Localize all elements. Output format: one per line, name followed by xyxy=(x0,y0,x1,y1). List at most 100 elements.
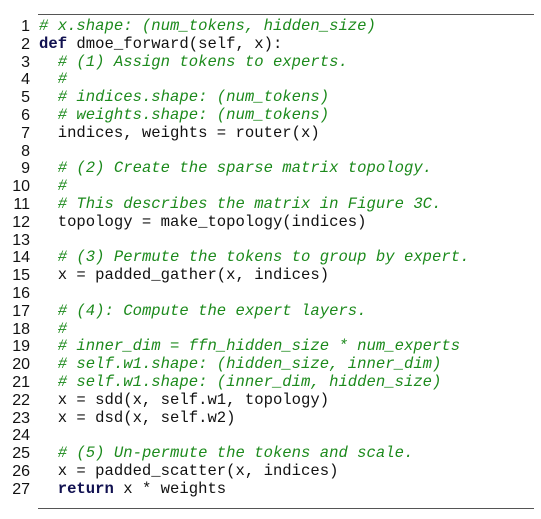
gutter-gap xyxy=(30,249,39,267)
code-line: 14 # (3) Permute the tokens to group by … xyxy=(0,248,470,267)
line-text: # This describes the matrix in Figure 3C… xyxy=(39,194,442,214)
gutter-gap xyxy=(30,36,39,54)
line-number: 22 xyxy=(12,391,30,409)
gutter-gap xyxy=(30,125,39,143)
line-number: 11 xyxy=(13,195,30,213)
plain-token xyxy=(39,70,58,88)
line-number: 24 xyxy=(12,427,30,445)
comment-token: # (3) Permute the tokens to group by exp… xyxy=(57,248,470,267)
code-line: 24 xyxy=(0,427,469,445)
line-text: # (1) Assign tokens to experts. xyxy=(39,52,348,72)
plain-token xyxy=(39,177,58,195)
code-line: 26 x = padded_scatter(x, indices) xyxy=(0,462,469,481)
plain-token xyxy=(39,88,58,106)
line-number: 25 xyxy=(12,445,30,463)
gutter-gap xyxy=(30,214,39,232)
line-text: # self.w1.shape: (hidden_size, inner_dim… xyxy=(39,355,442,374)
plain-token xyxy=(39,302,58,320)
line-text: topology = make_topology(indices) xyxy=(39,213,367,232)
comment-token: # This describes the matrix in Figure 3C… xyxy=(57,194,442,213)
line-number: 3 xyxy=(21,53,30,71)
line-number: 2 xyxy=(21,35,30,53)
line-text: def dmoe_forward(self, x): xyxy=(39,34,283,54)
line-number: 26 xyxy=(12,462,30,480)
comment-token: # x.shape: (num_tokens, hidden_size) xyxy=(39,17,376,35)
code-block: 1 # x.shape: (num_tokens, hidden_size) 2 de… xyxy=(0,17,470,499)
code-line: 17 # (4): Compute the expert layers. xyxy=(0,301,469,321)
bottom-rule xyxy=(38,508,534,509)
plain-token: x = padded_gather(x, indices) xyxy=(39,266,330,285)
code-line: 8 xyxy=(0,143,469,161)
code-line: 18 # xyxy=(0,320,469,339)
plain-token xyxy=(39,355,58,373)
plain-token xyxy=(39,480,58,498)
line-text: x = dsd(x, self.w2) xyxy=(39,409,236,428)
top-rule xyxy=(38,14,534,15)
gutter-gap xyxy=(30,321,39,339)
line-text: # x.shape: (num_tokens, hidden_size) xyxy=(39,17,376,36)
line-number: 4 xyxy=(21,71,30,89)
plain-token xyxy=(39,444,58,462)
line-number: 17 xyxy=(12,302,30,320)
gutter-gap xyxy=(30,89,39,107)
code-line: 13 xyxy=(0,232,469,250)
plain-token: x * weights xyxy=(113,479,227,498)
line-text: # (2) Create the sparse matrix topology. xyxy=(39,159,432,178)
line-number: 10 xyxy=(12,178,30,196)
line-number: 5 xyxy=(21,89,30,107)
line-number: 14 xyxy=(12,249,30,267)
line-number: 27 xyxy=(12,480,30,498)
comment-token: # inner_dim = ffn_hidden_size * num_expe… xyxy=(57,337,461,356)
code-line: 5 # indices.shape: (num_tokens) xyxy=(0,88,469,107)
code-line: 23 x = dsd(x, self.w2) xyxy=(0,409,469,428)
code-line: 3 # (1) Assign tokens to experts. xyxy=(0,52,469,72)
keyword-token: def xyxy=(39,34,68,53)
gutter-gap xyxy=(30,107,39,125)
line-number: 8 xyxy=(21,142,30,160)
line-number: 20 xyxy=(12,356,30,374)
comment-token: # (1) Assign tokens to experts. xyxy=(57,52,348,71)
gutter-gap xyxy=(30,481,39,499)
line-text: # xyxy=(39,70,67,89)
line-text: # xyxy=(39,177,68,196)
comment-token: # self.w1.shape: (hidden_size, inner_dim… xyxy=(57,355,442,374)
gutter-gap xyxy=(30,267,39,285)
plain-token xyxy=(39,195,58,213)
code-line: 6 # weights.shape: (num_tokens) xyxy=(0,105,469,125)
line-number: 1 xyxy=(21,18,30,35)
code-line: 10 # xyxy=(0,177,469,196)
keyword-token: return xyxy=(57,479,114,498)
plain-token: dmoe_forward(self, x): xyxy=(67,34,283,53)
plain-token xyxy=(39,106,58,124)
line-number: 18 xyxy=(12,320,30,338)
code-line: 4 # xyxy=(0,70,469,89)
line-text: x = padded_scatter(x, indices) xyxy=(39,462,339,481)
line-number: 19 xyxy=(12,338,30,356)
comment-token: # weights.shape: (num_tokens) xyxy=(57,105,330,124)
code-line: 7 indices, weights = router(x) xyxy=(0,123,469,143)
gutter-gap xyxy=(30,303,39,321)
plain-token: indices, weights = router(x) xyxy=(39,123,320,142)
line-number: 15 xyxy=(12,267,30,285)
line-number: 9 xyxy=(21,160,30,178)
gutter-gap xyxy=(30,232,39,250)
plain-token xyxy=(39,159,58,177)
line-number: 7 xyxy=(21,124,30,142)
gutter-gap xyxy=(30,463,39,481)
code-line: 19 # inner_dim = ffn_hidden_size * num_e… xyxy=(0,337,469,356)
comment-token: # xyxy=(57,177,68,196)
plain-token xyxy=(39,337,58,355)
line-text: # (5) Un-permute the tokens and scale. xyxy=(39,444,414,463)
code-line: 25 # (5) Un-permute the tokens and scale… xyxy=(0,444,469,463)
comment-token: # (4): Compute the expert layers. xyxy=(57,301,367,320)
code-line: 9 # (2) Create the sparse matrix topolog… xyxy=(0,159,469,178)
line-text: indices, weights = router(x) xyxy=(39,123,320,143)
code-line: 1 # x.shape: (num_tokens, hidden_size) xyxy=(0,17,469,36)
gutter-gap xyxy=(30,54,39,72)
code-line: 2 def dmoe_forward(self, x): xyxy=(0,34,469,54)
code-line: 11 # This describes the matrix in Figure… xyxy=(0,194,469,214)
comment-token: # indices.shape: (num_tokens) xyxy=(57,88,330,107)
line-text: x = padded_gather(x, indices) xyxy=(39,266,330,285)
gutter-gap xyxy=(30,71,39,89)
